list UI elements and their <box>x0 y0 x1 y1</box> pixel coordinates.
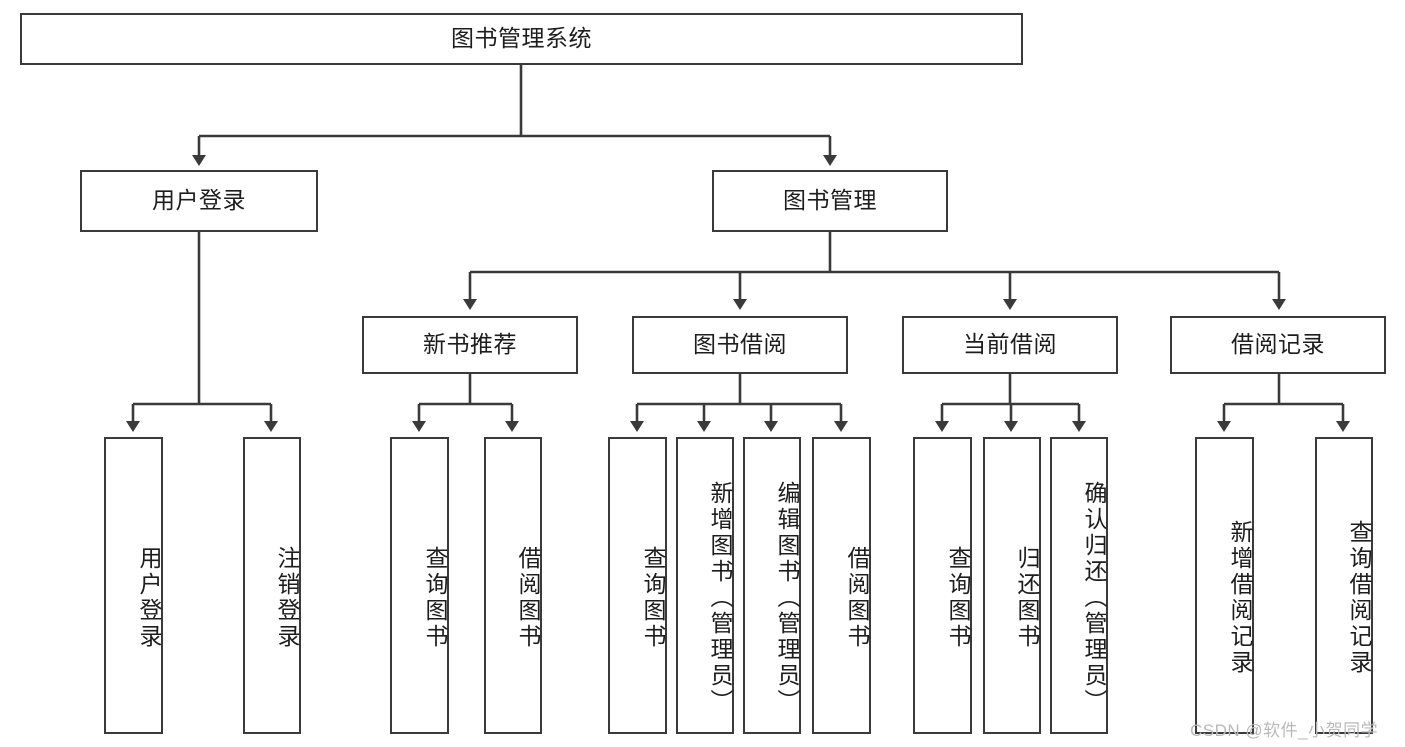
node-borrow-record[interactable]: 借阅记录 <box>1170 316 1386 374</box>
node-label: 查询借阅记录 <box>1346 519 1372 676</box>
watermark-text: CSDN @软件_小贺同学 <box>1190 721 1379 740</box>
node-system-title[interactable]: 图书管理系统 <box>20 13 1023 65</box>
node-leaf-query-book-1[interactable]: 查询图书 <box>390 437 449 734</box>
node-label: 图书管理系统 <box>451 25 592 52</box>
node-label: 用户登录 <box>152 187 246 214</box>
node-label: 查询图书 <box>422 545 448 650</box>
node-label: 归还图书 <box>1014 545 1040 650</box>
node-leaf-query-record[interactable]: 查询借阅记录 <box>1315 437 1373 734</box>
node-label: 新书推荐 <box>423 331 517 358</box>
node-book-management[interactable]: 图书管理 <box>712 170 948 232</box>
node-leaf-user-login[interactable]: 用户登录 <box>104 437 163 734</box>
node-current-borrow[interactable]: 当前借阅 <box>902 316 1118 374</box>
node-label: 当前借阅 <box>963 331 1057 358</box>
node-leaf-add-book[interactable]: 新增图书（管理员） <box>676 437 734 734</box>
node-leaf-edit-book[interactable]: 编辑图书（管理员） <box>743 437 801 734</box>
node-leaf-return-book[interactable]: 归还图书 <box>983 437 1041 734</box>
node-leaf-borrow-book-1[interactable]: 借阅图书 <box>484 437 542 734</box>
node-leaf-query-book-3[interactable]: 查询图书 <box>913 437 972 734</box>
node-new-book-recommend[interactable]: 新书推荐 <box>362 316 578 374</box>
node-label: 新增借阅记录 <box>1227 519 1253 676</box>
node-label: 新增图书（管理员） <box>707 480 733 715</box>
node-label: 查询图书 <box>640 545 666 650</box>
node-label: 借阅图书 <box>844 545 870 650</box>
node-label: 确认归还（管理员） <box>1081 480 1107 715</box>
node-label: 注销登录 <box>274 545 300 650</box>
node-label: 借阅图书 <box>515 545 541 650</box>
node-label: 图书管理 <box>783 187 877 214</box>
node-leaf-query-book-2[interactable]: 查询图书 <box>608 437 667 734</box>
node-label: 查询图书 <box>945 545 971 650</box>
node-leaf-logout-login[interactable]: 注销登录 <box>243 437 301 734</box>
node-leaf-confirm-return[interactable]: 确认归还（管理员） <box>1050 437 1108 734</box>
node-label: 借阅记录 <box>1231 331 1325 358</box>
node-label: 用户登录 <box>136 545 162 650</box>
node-leaf-borrow-book-2[interactable]: 借阅图书 <box>812 437 871 734</box>
node-user-login[interactable]: 用户登录 <box>80 170 318 232</box>
node-label: 编辑图书（管理员） <box>774 480 800 715</box>
node-label: 图书借阅 <box>693 331 787 358</box>
node-book-borrow[interactable]: 图书借阅 <box>632 316 848 374</box>
node-leaf-add-record[interactable]: 新增借阅记录 <box>1195 437 1254 734</box>
